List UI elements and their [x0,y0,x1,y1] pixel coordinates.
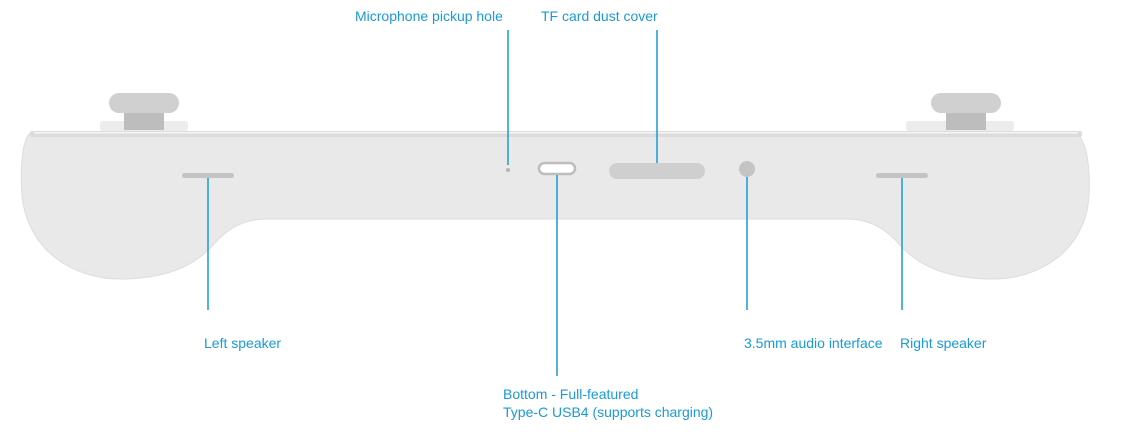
right-speaker-grille [876,173,928,178]
left-thumbstick [100,93,188,131]
usb-c-port [537,161,577,176]
label-audio-jack: 3.5mm audio interface [744,335,883,351]
label-right-speaker: Right speaker [900,335,987,351]
audio-jack [739,161,755,177]
label-left-speaker: Left speaker [204,335,282,351]
label-tf-card: TF card dust cover [541,8,658,24]
label-usb-c: Bottom - Full-featured Type-C USB4 (supp… [503,385,713,421]
microphone-hole [506,168,510,172]
left-speaker-grille [182,173,234,178]
tf-card-cover [609,163,705,179]
label-usb-c-line2: Type-C USB4 (supports charging) [503,404,714,420]
label-usb-c-line1: Bottom - Full-featured [503,386,639,402]
label-microphone: Microphone pickup hole [355,8,503,24]
right-thumbstick [906,93,1014,131]
device-body [20,132,1090,280]
top-rim [30,131,1082,137]
